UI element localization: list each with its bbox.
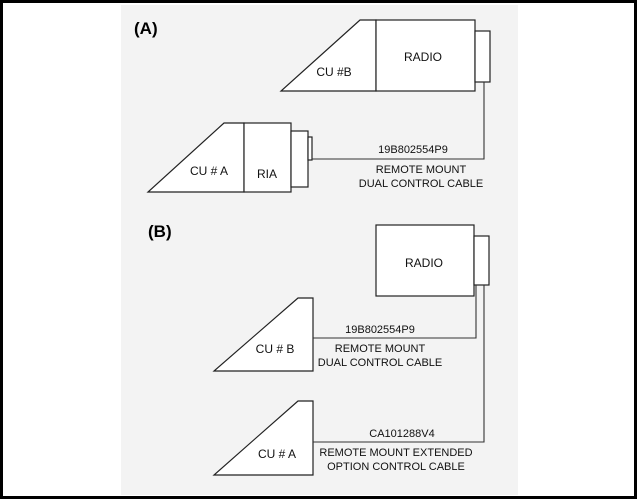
section-a-radio-connector bbox=[475, 31, 490, 82]
section-a-cu-a-label: CU # A bbox=[190, 164, 228, 178]
section-a-title: (A) bbox=[134, 19, 158, 38]
section-a-radio-label: RADIO bbox=[404, 50, 442, 64]
section-a-ria-connector bbox=[291, 131, 308, 187]
section-b-cable2-desc-line1: REMOTE MOUNT EXTENDED bbox=[319, 447, 472, 459]
section-a-cable-part-number: 19B802554P9 bbox=[378, 144, 448, 156]
section-b-radio-connector bbox=[474, 236, 489, 285]
section-a-ria-label: RIA bbox=[257, 167, 277, 181]
section-a-ria-plug bbox=[308, 137, 312, 160]
section-b-cable1-desc-line1: REMOTE MOUNT bbox=[335, 343, 426, 355]
section-b-cable2-part-number: CA101288V4 bbox=[369, 428, 434, 440]
section-b-radio-label: RADIO bbox=[405, 256, 443, 270]
section-b-cable1-part-number: 19B802554P9 bbox=[345, 324, 415, 336]
section-b-cable1-desc-line2: DUAL CONTROL CABLE bbox=[318, 357, 443, 369]
section-b-cu-b-label: CU # B bbox=[256, 342, 295, 356]
section-a-ria-box bbox=[244, 123, 291, 192]
section-a-cable-desc-line2: DUAL CONTROL CABLE bbox=[359, 178, 484, 190]
section-b-cu-a-label: CU # A bbox=[258, 447, 296, 461]
section-a-cu-b-label: CU #B bbox=[316, 65, 351, 79]
section-b-cable2-desc-line2: OPTION CONTROL CABLE bbox=[327, 461, 465, 473]
section-b-title: (B) bbox=[148, 222, 172, 241]
section-a-cable-desc-line1: REMOTE MOUNT bbox=[376, 164, 467, 176]
